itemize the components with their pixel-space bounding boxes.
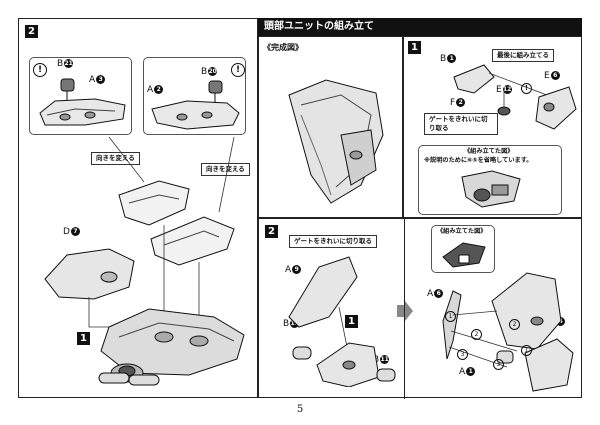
last-assembly-note: 最後に組み立てる	[492, 49, 554, 62]
section-title: 頭部ユニットの組み立て	[258, 18, 582, 36]
guide-circle: 3	[457, 349, 468, 360]
next-arrow-icon	[397, 301, 413, 321]
caution-icon: !	[231, 63, 245, 77]
gate-trim-note: ゲートをきれいに切り取る	[424, 113, 498, 135]
step2-assembly-illustration	[442, 272, 574, 392]
orient-note-right: 向きを変える	[201, 163, 250, 176]
guide-circle: 1	[521, 345, 532, 356]
part-label-b21: B21	[57, 59, 74, 69]
part-label-b20: B20	[201, 67, 218, 77]
assembled-inset-note: ※説明のために⑥⑤を省略しています。	[424, 157, 533, 164]
step2-panel: 2 ゲートをきれいに切り取る A9 B11 B11 1 《組み立てた図》 A6 …	[258, 218, 582, 399]
guide-circle: 1	[445, 311, 456, 322]
completed-view-label: 《完成図》	[263, 43, 303, 52]
assembled-inset-title: 《組み立てた図》	[464, 148, 514, 155]
assembled-inset-title: 《組み立てた図》	[437, 228, 487, 235]
assembled-inset-illustration	[442, 242, 486, 268]
page-number: 5	[296, 404, 304, 415]
guide-circle: 3	[493, 359, 504, 370]
part-label-b11-left: B11	[283, 319, 300, 329]
sub-step-badge: 1	[345, 315, 358, 328]
part-illustration-a3	[39, 78, 126, 126]
step-badge: 1	[408, 41, 421, 54]
step2-divider	[404, 219, 405, 399]
step1-illustration	[453, 64, 577, 130]
main-assembly-illustration	[44, 137, 245, 386]
gate-trim-note: ゲートをきれいに切り取る	[289, 235, 377, 248]
step2-parts-illustration	[288, 256, 396, 387]
completed-head-illustration	[288, 79, 384, 204]
caution-icon: !	[521, 83, 532, 94]
part-label-e12: E12	[496, 85, 512, 95]
guide-circle: 2	[471, 329, 482, 340]
sub-step-badge: 1	[77, 332, 90, 345]
part-illustration-a2	[151, 80, 240, 130]
step-badge: 2	[25, 25, 38, 38]
assembled-inset-illustration	[461, 170, 521, 208]
step-badge: 2	[265, 225, 278, 238]
completed-view-panel: 《完成図》	[258, 36, 403, 218]
caution-icon: !	[33, 63, 47, 77]
guide-circle: 2	[509, 319, 520, 330]
orient-note-left: 向きを変える	[91, 152, 140, 165]
